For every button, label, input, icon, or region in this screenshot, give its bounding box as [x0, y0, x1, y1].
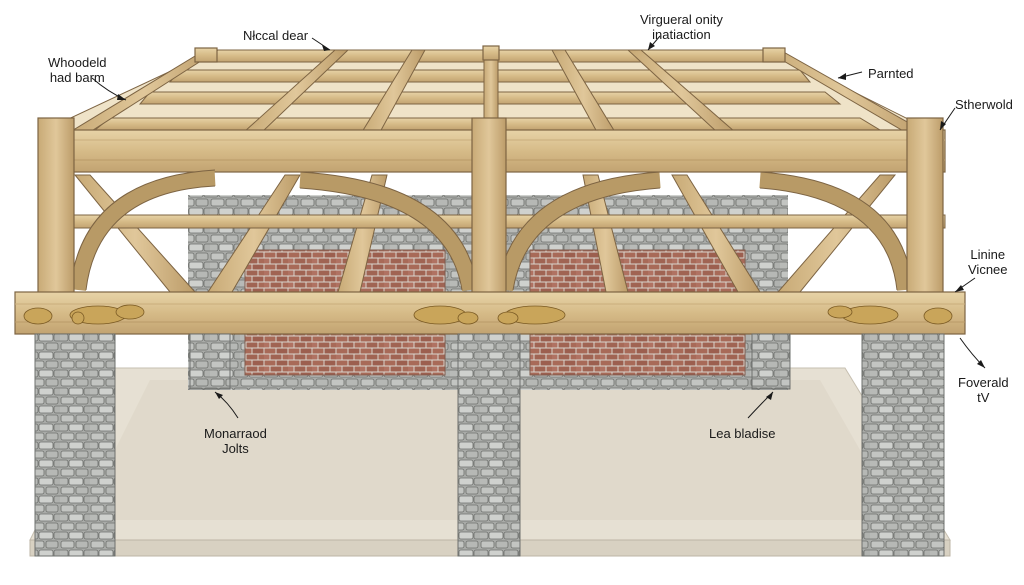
leader-arrowheads — [117, 42, 985, 400]
label-linine-vicnee: Linine Vicnee — [968, 247, 1008, 277]
rear-pier-left — [189, 333, 231, 390]
stone-pier-center — [457, 333, 521, 557]
label-lea-bladise: Lea bladise — [709, 426, 776, 441]
timber-posts — [37, 45, 944, 301]
stone-pier-left — [34, 333, 116, 557]
curved-braces — [70, 170, 913, 292]
lower-sill-beam — [14, 291, 966, 335]
label-virgural-ority: Virgueral onity inatiaction — [640, 12, 723, 42]
label-whooded-beam: Whoodeld had barm — [48, 55, 107, 85]
ornament-center-right — [497, 305, 566, 325]
curved-braces-outline — [69, 169, 914, 291]
ornament-right — [827, 305, 899, 325]
label-parnted: Parnted — [868, 66, 914, 81]
ornament-right-end — [923, 307, 953, 325]
ornament-left-end — [23, 307, 53, 325]
label-foverald: Foverald tV — [958, 375, 1009, 405]
label-sherwold: Stherwold — [955, 97, 1013, 112]
ornament-center-left — [413, 305, 479, 325]
label-nicol-dear: Nłccal dear — [243, 28, 309, 43]
rear-pier-right — [751, 333, 791, 390]
ornament-left — [69, 304, 145, 325]
label-monarred-jolts: Monarraod Jolts — [204, 426, 267, 456]
stone-pier-right — [861, 333, 945, 557]
